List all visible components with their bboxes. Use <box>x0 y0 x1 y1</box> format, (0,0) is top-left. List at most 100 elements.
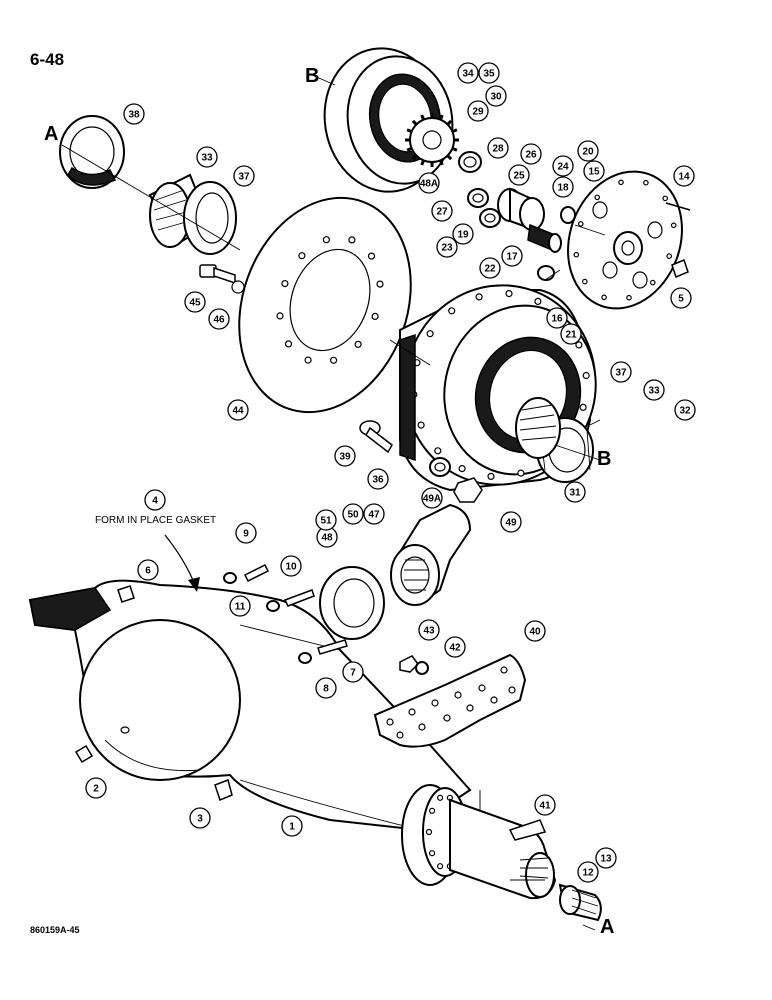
callout-circle-41 <box>534 794 556 816</box>
callout-circle-1 <box>281 815 303 837</box>
cover-bolt-hole <box>662 195 669 202</box>
gear-tooth <box>439 114 444 121</box>
gear-tooth <box>406 147 413 152</box>
disc-bolt-hole <box>376 280 384 288</box>
callout-label-39: 39 <box>339 452 351 463</box>
gear-tooth <box>439 159 444 166</box>
figure-code: 860159A-45 <box>30 925 80 935</box>
callout-label-40: 40 <box>529 627 541 638</box>
callout-label-6: 6 <box>145 566 151 577</box>
bracket-hole <box>443 714 451 722</box>
flange-bolt-hole <box>429 850 436 857</box>
washer-19-hole <box>484 213 496 223</box>
callout-label-47: 47 <box>368 510 380 521</box>
disc-bolt-hole <box>367 252 376 260</box>
callout-label-46: 46 <box>213 315 225 326</box>
callout-label-38: 38 <box>128 110 140 121</box>
callout-circle-31 <box>564 481 586 503</box>
callout-label-49A: 49A <box>423 494 441 505</box>
mounting-bracket <box>373 653 527 748</box>
disc-bolt-hole <box>304 356 312 364</box>
callout-circle-3 <box>189 807 211 829</box>
callout-label-48A: 48A <box>420 179 438 190</box>
callout-circle-20 <box>577 140 599 162</box>
callout-label-24: 24 <box>557 162 569 173</box>
callout-label-42: 42 <box>449 643 461 654</box>
callout-circle-2 <box>85 777 107 799</box>
callout-circle-25 <box>508 164 530 186</box>
stud-39 <box>359 420 393 454</box>
callout-group: 1234567891011121314151617181920212223242… <box>85 62 696 883</box>
callout-label-20: 20 <box>582 147 594 158</box>
bracket-hole <box>454 691 462 699</box>
breather-6 <box>117 585 135 603</box>
hub-bolt-hole <box>487 472 495 480</box>
callout-label-48: 48 <box>321 533 333 544</box>
gasket-note: FORM IN PLACE GASKET <box>95 515 216 526</box>
callout-circle-43 <box>418 619 440 641</box>
callout-label-41: 41 <box>539 801 551 812</box>
cover-bolt-hole <box>666 253 673 259</box>
plug-16 <box>537 265 555 281</box>
disc-bolt-hole <box>284 340 293 348</box>
callout-label-28: 28 <box>492 144 504 155</box>
callout-label-35: 35 <box>483 69 495 80</box>
callout-circle-33 <box>196 146 218 168</box>
ref-letter-b-hub: B <box>597 448 611 470</box>
spindle-flange <box>401 784 557 900</box>
callout-circle-27 <box>431 200 453 222</box>
gear-tooth <box>446 154 453 161</box>
callout-label-1: 1 <box>289 822 295 833</box>
washer-27-hole <box>472 193 484 203</box>
callout-circle-36 <box>367 468 389 490</box>
gear-tooth <box>451 128 458 133</box>
sun-gear-29 <box>405 113 459 167</box>
hub-bolt-hole <box>575 341 583 349</box>
callout-circle-10 <box>280 555 302 577</box>
ref-letter-a-bottom: A <box>600 916 614 938</box>
bracket-hole <box>431 699 439 707</box>
yoke-47 <box>390 503 472 606</box>
callout-circle-35 <box>478 62 500 84</box>
callout-circle-4 <box>144 489 166 511</box>
callout-circle-50 <box>342 503 364 525</box>
callout-circle-45 <box>184 291 206 313</box>
callout-label-50: 50 <box>347 510 359 521</box>
bolt-9 <box>243 563 270 583</box>
callout-label-44: 44 <box>232 406 244 417</box>
hub-bolt-hole <box>475 293 483 301</box>
ref-letter-a-top: A <box>44 123 58 145</box>
disc-bolt-hole <box>276 312 284 320</box>
cover-bolt-hole <box>573 251 580 258</box>
callout-circle-49 <box>500 511 522 533</box>
gear-tooth <box>420 114 425 121</box>
callout-label-7: 7 <box>350 668 356 679</box>
shaft-end <box>558 883 602 922</box>
callout-circle-37 <box>610 361 632 383</box>
cover-bolt-hole <box>594 194 601 201</box>
callout-circle-22 <box>479 257 501 279</box>
disc-bolt-hole <box>322 236 330 244</box>
hub-bolt-hole <box>448 307 456 315</box>
callout-circle-7 <box>342 661 364 683</box>
callout-label-49: 49 <box>505 518 517 529</box>
bracket-hole <box>478 684 486 692</box>
plug-2 <box>74 744 94 764</box>
callout-label-17: 17 <box>506 252 518 263</box>
washer-8 <box>298 652 312 664</box>
hub-bolt-hole <box>458 465 466 473</box>
disc-bolt-hole <box>298 252 306 260</box>
hub-bolt-hole <box>582 371 590 380</box>
callout-label-22: 22 <box>484 264 496 275</box>
brake-disc <box>238 196 412 414</box>
bracket-hole <box>466 704 474 712</box>
bolt-41 <box>508 819 547 841</box>
disc-bolt-hole <box>371 312 379 320</box>
callout-circle-23 <box>436 236 458 258</box>
disc-bolt-hole <box>354 340 362 348</box>
page-number: 6-48 <box>30 50 65 69</box>
callout-circle-39 <box>334 445 356 467</box>
cover-plate <box>567 170 683 310</box>
nut-49 <box>453 477 483 503</box>
